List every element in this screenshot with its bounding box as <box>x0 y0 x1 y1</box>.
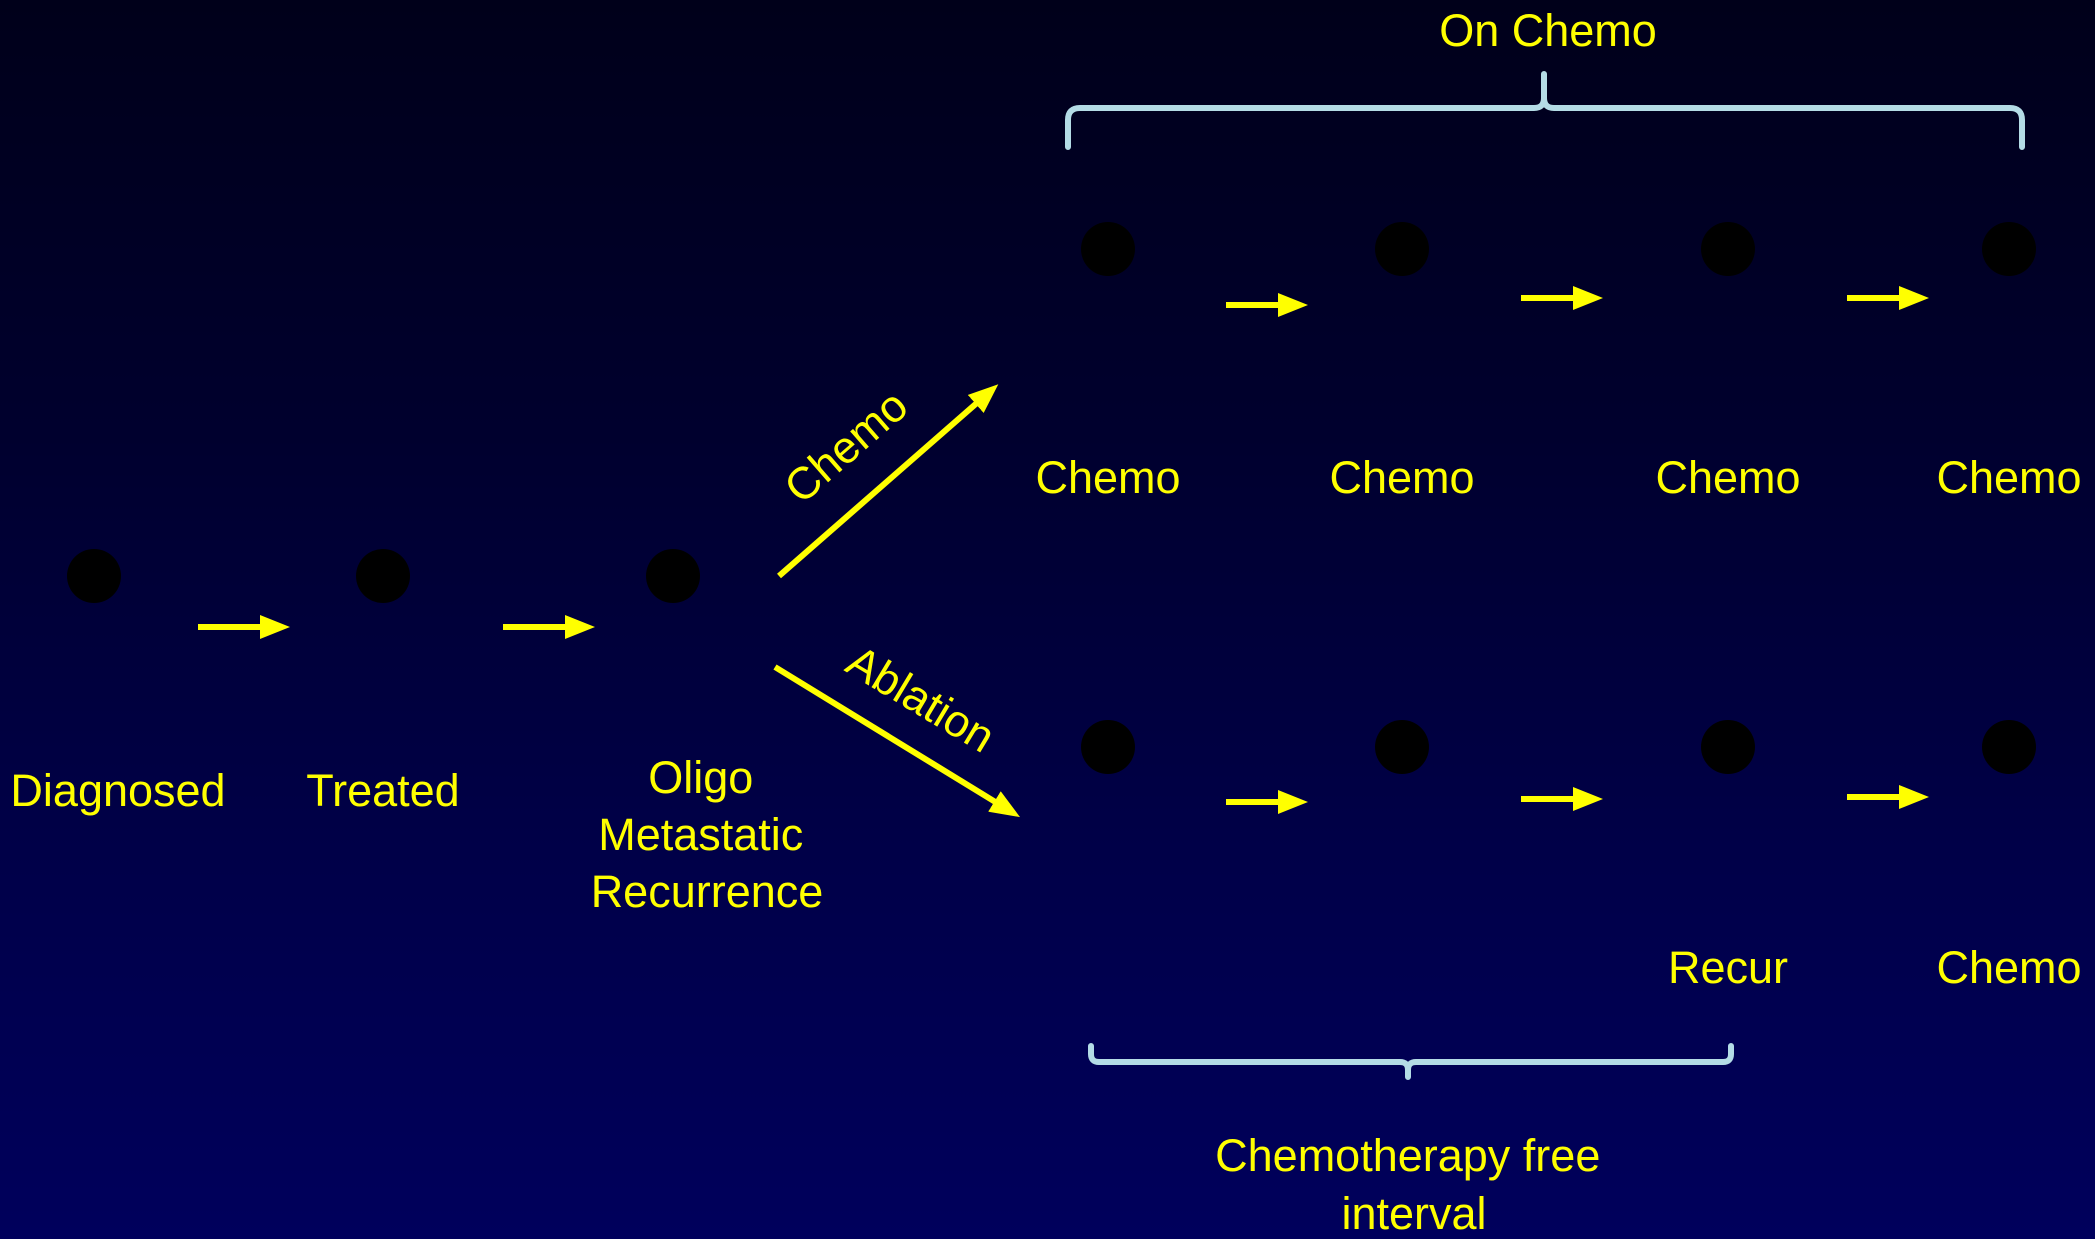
label-diagnosed: Diagnosed <box>10 765 225 816</box>
person-chemo-4 <box>1969 222 2049 397</box>
label-oligo-metastatic-recurrence: Oligo Metastatic Recurrence <box>591 752 824 917</box>
person-ablation-1 <box>1068 720 1148 895</box>
label-treated: Treated <box>306 765 459 816</box>
stick-figure-icon <box>1068 222 1148 397</box>
chemo-branch-arrow <box>777 384 999 579</box>
label-chemo-branch: Chemo <box>774 379 917 513</box>
stick-figure-icon <box>1688 222 1768 397</box>
label-ablation-branch: Ablation <box>838 635 1004 762</box>
stick-figure-icon <box>54 549 134 724</box>
person-chemo-1 <box>1068 222 1148 397</box>
label-ablation-chemo: Chemo <box>1936 942 2081 993</box>
person-ablation-2 <box>1362 720 1442 895</box>
stick-figure-icon <box>1969 720 2049 895</box>
label-on-chemo: On Chemo <box>1439 5 1657 56</box>
person-treated <box>343 549 423 724</box>
label-chemo-3: Chemo <box>1655 452 1800 503</box>
stick-figure-icon <box>343 549 423 724</box>
label-chemo-2: Chemo <box>1329 452 1474 503</box>
label-chemo-1: Chemo <box>1035 452 1180 503</box>
person-oligo-recurrence <box>633 549 713 724</box>
person-chemo-3 <box>1688 222 1768 397</box>
label-chemo-4: Chemo <box>1936 452 2081 503</box>
stick-figure-icon <box>1362 222 1442 397</box>
stick-figure-icon <box>1688 720 1768 895</box>
ablation-branch-arrow <box>773 664 1021 818</box>
curly-brace-icon <box>1065 71 2025 150</box>
person-diagnosed <box>54 549 134 724</box>
stick-figure-icon <box>1362 720 1442 895</box>
label-chemotherapy-free-interval: Chemotherapy free interval <box>1215 1130 1613 1239</box>
label-recur: Recur <box>1668 942 1788 993</box>
stick-figure-icon <box>1068 720 1148 895</box>
person-recur <box>1688 720 1768 895</box>
curly-brace-icon <box>1088 1043 1734 1080</box>
person-ablation-chemo <box>1969 720 2049 895</box>
stick-figure-icon <box>633 549 713 724</box>
person-chemo-2 <box>1362 222 1442 397</box>
stick-figure-icon <box>1969 222 2049 397</box>
